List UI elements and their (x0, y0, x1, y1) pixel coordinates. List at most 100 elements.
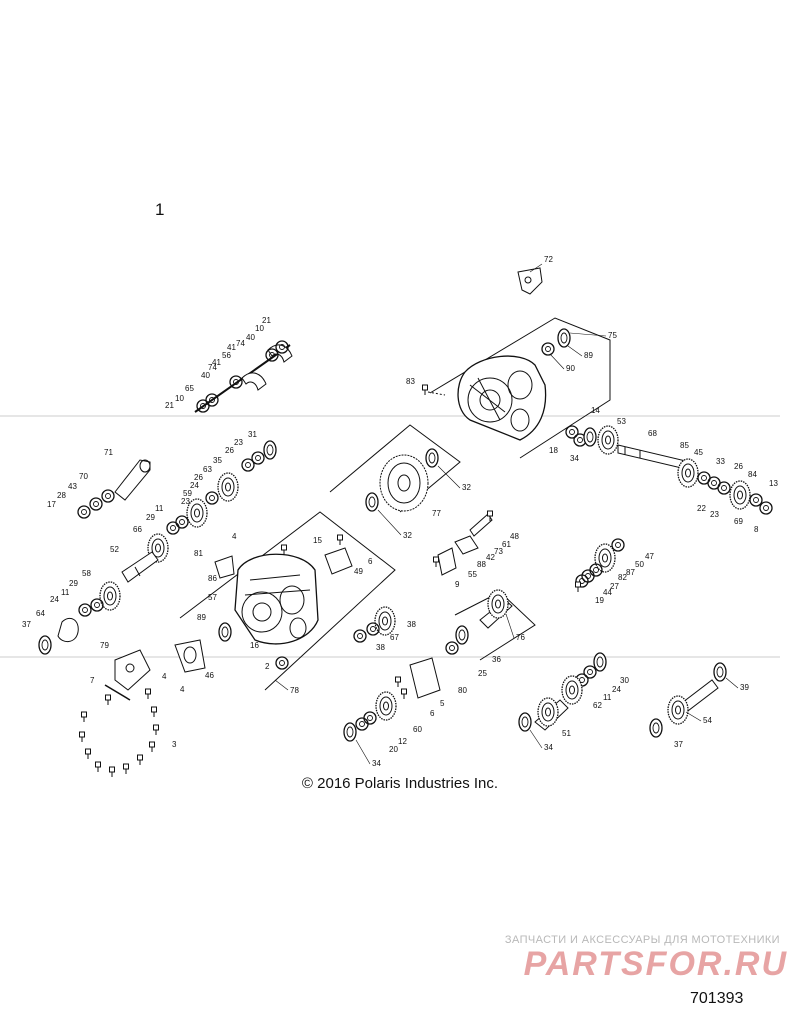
callout: 90 (566, 364, 575, 373)
callout: 24 (612, 685, 621, 694)
callout: 13 (769, 479, 778, 488)
callout: 75 (608, 331, 617, 340)
callout: 43 (68, 482, 77, 491)
callout: 49 (354, 567, 363, 576)
callout: 20 (389, 745, 398, 754)
callout: 18 (549, 446, 558, 455)
callout: 47 (645, 552, 654, 561)
center-gear-assembly (329, 424, 461, 513)
callout: 85 (680, 441, 689, 450)
callout: 44 (603, 588, 612, 597)
callout: 24 (190, 481, 199, 490)
callout: 41 (212, 358, 221, 367)
callout: 81 (194, 549, 203, 558)
callout: 11 (61, 588, 70, 597)
callout: 25 (478, 669, 487, 678)
callout: 38 (376, 643, 385, 652)
callout: 34 (544, 743, 553, 752)
callout: 2 (265, 662, 270, 671)
callout: 10 (255, 324, 264, 333)
callout: 57 (208, 593, 217, 602)
callout: 23 (234, 438, 243, 447)
callout: 21 (165, 401, 174, 410)
callout: 45 (694, 448, 703, 457)
callout: 77 (432, 509, 441, 518)
callout: 82 (618, 573, 627, 582)
callout: 86 (208, 574, 217, 583)
callout: 63 (203, 465, 212, 474)
diagram-number: 701393 (690, 990, 744, 1007)
callout: 58 (82, 569, 91, 578)
intermediate-shaft-assembly (353, 589, 536, 661)
lower-gear-stack (343, 657, 441, 742)
bolt-set (79, 688, 159, 778)
output-shaft-lower (649, 662, 727, 738)
callout: 29 (69, 579, 78, 588)
callout: 7 (90, 676, 95, 685)
callout: 74 (208, 363, 217, 372)
callout: 65 (185, 384, 194, 393)
callout: 4 (162, 672, 167, 681)
callout: 59 (183, 489, 192, 498)
callout: 66 (133, 525, 142, 534)
callout: 42 (486, 553, 495, 562)
callout: 28 (57, 491, 66, 500)
callout: 5 (440, 699, 445, 708)
callout: 35 (213, 456, 222, 465)
lower-right-gear-stack (518, 652, 607, 732)
callout: 22 (697, 504, 706, 513)
callout: 21 (262, 316, 271, 325)
callout: 73 (494, 547, 503, 556)
callout: 53 (617, 417, 626, 426)
callout: 19 (595, 596, 604, 605)
callout: 50 (635, 560, 644, 569)
shift-linkage-assembly (433, 510, 493, 576)
callout: 26 (194, 473, 203, 482)
shift-fork-assembly (194, 340, 293, 413)
callout: 48 (510, 532, 519, 541)
leader-lines (274, 263, 739, 765)
callout: 79 (100, 641, 109, 650)
callout: 16 (250, 641, 259, 650)
callout: 9 (455, 580, 460, 589)
callout: 23 (181, 497, 190, 506)
callout: 26 (225, 446, 234, 455)
callout: 23 (710, 510, 719, 519)
callout: 88 (477, 560, 486, 569)
callout: 34 (372, 759, 381, 768)
callout: 67 (390, 633, 399, 642)
callout: 89 (584, 351, 593, 360)
callout: 12 (398, 737, 407, 746)
callout: 60 (413, 725, 422, 734)
callout: 89 (197, 613, 206, 622)
cover-plate-assembly (104, 639, 206, 701)
callout: 62 (593, 701, 602, 710)
callout: 6 (368, 557, 373, 566)
watermark-logo: PARTSFOR.RU (523, 945, 788, 983)
callout: 76 (516, 633, 525, 642)
callout: 34 (570, 454, 579, 463)
callout: 11 (155, 504, 164, 513)
callout: 64 (36, 609, 45, 618)
callout: 32 (403, 531, 412, 540)
callout: 55 (468, 570, 477, 579)
callout: 4 (232, 532, 237, 541)
shift-drum-assembly (77, 459, 151, 519)
callout: 61 (502, 540, 511, 549)
callout: 17 (47, 500, 56, 509)
callout: 15 (313, 536, 322, 545)
callout: 26 (734, 462, 743, 471)
callout: 69 (734, 517, 743, 526)
copyright-notice: © 2016 Polaris Industries Inc. (301, 775, 499, 792)
callout: 36 (492, 655, 501, 664)
upper-housing-assembly (422, 267, 611, 459)
callout: 39 (740, 683, 749, 692)
callout: 37 (674, 740, 683, 749)
callout: 87 (626, 568, 635, 577)
callout: 40 (246, 333, 255, 342)
output-shaft-assembly (565, 425, 773, 515)
callout: 8 (754, 525, 759, 534)
callout: 29 (146, 513, 155, 522)
callout: 10 (175, 394, 184, 403)
